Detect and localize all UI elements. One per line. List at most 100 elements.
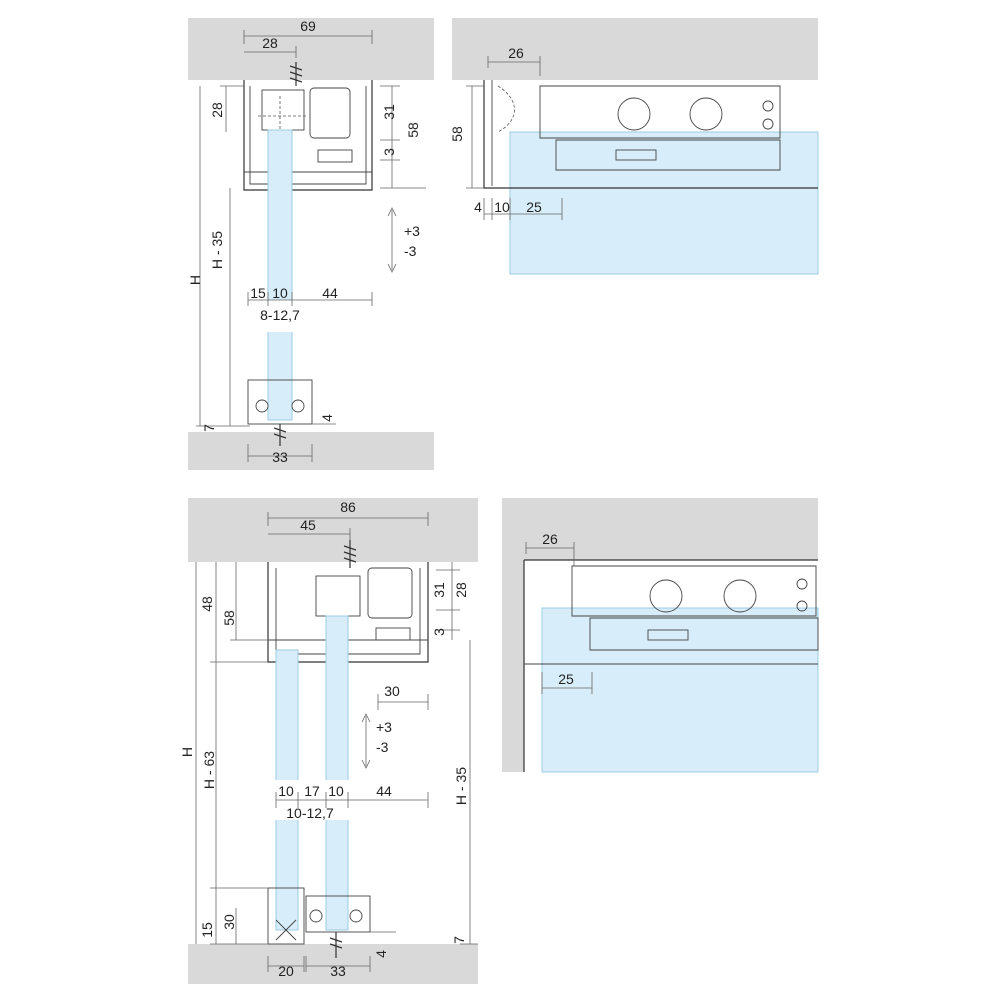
dim-line-58 xyxy=(466,85,484,189)
dim-line-69 xyxy=(243,30,373,44)
track-inner xyxy=(249,86,367,185)
label-4: 4 xyxy=(373,950,389,958)
dim-line-28 xyxy=(244,46,297,58)
hanger xyxy=(315,575,361,617)
bottom-left-section-view: 86 45 48 58 31 28 3 30 +3 -3 H H - 63 H … xyxy=(179,498,478,984)
label-86: 86 xyxy=(340,499,356,515)
label-69: 69 xyxy=(300,18,316,34)
bolt-bottom xyxy=(762,118,774,130)
label-25: 25 xyxy=(526,199,542,215)
floor-screw xyxy=(329,932,343,958)
label-glass-thickness: 10-12,7 xyxy=(286,805,334,821)
floor-guide-front xyxy=(267,887,305,945)
label-10: 10 xyxy=(272,285,288,301)
label-25: 25 xyxy=(558,671,574,687)
dim-line-26 xyxy=(487,56,541,76)
label-4: 4 xyxy=(319,414,335,422)
hanger-left xyxy=(261,89,305,131)
dim-line-26 xyxy=(525,542,575,566)
floor xyxy=(188,432,434,470)
carriage-body xyxy=(539,85,781,139)
adjust-arrow xyxy=(387,207,397,273)
label-7: 7 xyxy=(201,424,217,432)
dim-line-bottom xyxy=(247,292,373,306)
label-26: 26 xyxy=(508,45,524,61)
ceiling-screw xyxy=(289,62,303,86)
ceiling xyxy=(188,18,434,80)
label-7: 7 xyxy=(451,936,467,944)
clamp-handle xyxy=(647,629,689,641)
dim-line-right xyxy=(436,562,460,640)
label-30-vertical: 30 xyxy=(221,914,237,930)
roller-left xyxy=(617,97,651,131)
label-plus-3: +3 xyxy=(376,719,392,735)
label-10a: 10 xyxy=(278,783,294,799)
label-10: 10 xyxy=(494,199,510,215)
track-profile xyxy=(243,80,373,191)
label-17: 17 xyxy=(304,783,320,799)
label-h: H xyxy=(187,275,203,285)
dim-line-15-30 xyxy=(210,887,268,945)
label-28: 28 xyxy=(262,35,278,51)
dim-line-bottom xyxy=(483,198,563,220)
dim-line-bottom xyxy=(275,792,429,808)
bolt-top xyxy=(796,578,808,590)
label-h-minus-35: H - 35 xyxy=(453,767,469,805)
label-31: 31 xyxy=(381,104,397,120)
label-33: 33 xyxy=(330,963,346,979)
label-4: 4 xyxy=(474,199,482,215)
label-28: 28 xyxy=(453,582,469,598)
dim-line-86 xyxy=(267,512,429,526)
floor xyxy=(188,944,478,984)
top-right-side-view: 26 58 4 10 25 xyxy=(449,18,819,275)
label-26: 26 xyxy=(542,531,558,547)
floor-guide-rear xyxy=(305,895,371,933)
glass-panel-rear xyxy=(325,615,349,931)
bolt-top xyxy=(762,100,774,112)
dim-line-30 xyxy=(377,694,429,710)
roller xyxy=(309,87,351,139)
label-58: 58 xyxy=(221,610,237,626)
roller-right xyxy=(723,579,757,613)
track-outline xyxy=(523,559,818,772)
label-58: 58 xyxy=(405,122,421,138)
bottom-right-side-view: 26 25 xyxy=(502,498,819,773)
guide-cross xyxy=(275,919,297,941)
dim-line-h xyxy=(195,562,478,945)
ceiling xyxy=(188,498,478,562)
adjust-arrow xyxy=(361,713,371,769)
clamp-plate xyxy=(555,139,781,171)
label-3: 3 xyxy=(381,148,397,156)
glass-panel xyxy=(267,129,293,421)
clamp xyxy=(375,627,411,641)
guide-screw-right xyxy=(291,399,305,413)
label-33: 33 xyxy=(272,449,288,465)
label-31: 31 xyxy=(431,582,447,598)
dim-line-25 xyxy=(541,672,593,694)
roller-left xyxy=(649,579,683,613)
dim-line-28v xyxy=(220,85,244,132)
bolt-bottom xyxy=(796,600,808,612)
label-h-minus-35: H - 35 xyxy=(209,231,225,269)
glass-panel xyxy=(509,131,819,275)
roller xyxy=(367,567,413,619)
guide-screw-left xyxy=(255,399,269,413)
label-28-vertical: 28 xyxy=(209,102,225,118)
dim-line-33 xyxy=(247,444,313,462)
label-48: 48 xyxy=(199,596,215,612)
label-44: 44 xyxy=(376,783,392,799)
label-h: H xyxy=(179,747,195,757)
dim-line-h xyxy=(196,86,250,427)
label-20: 20 xyxy=(278,963,294,979)
guide-screw-right xyxy=(349,909,363,923)
ceiling xyxy=(452,18,818,80)
label-15: 15 xyxy=(199,922,215,938)
label-44: 44 xyxy=(322,285,338,301)
dim-line-left xyxy=(210,562,268,663)
roller-right xyxy=(689,97,723,131)
label-30: 30 xyxy=(384,683,400,699)
guide-screw-left xyxy=(309,909,323,923)
label-minus-3: -3 xyxy=(376,739,389,755)
label-58: 58 xyxy=(449,126,465,142)
